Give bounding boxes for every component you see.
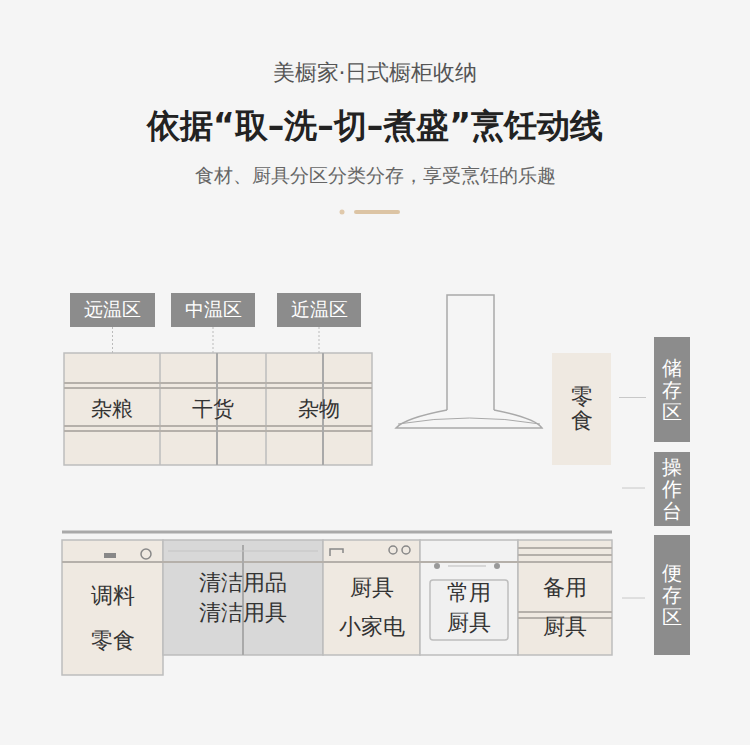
box-text: 近温区 xyxy=(291,297,348,323)
box-text: 远温区 xyxy=(84,297,141,323)
base-cabinet: 调料零食 xyxy=(62,566,163,671)
box-text: 便存区 xyxy=(662,562,682,628)
box-text: 中温区 xyxy=(185,297,242,323)
base-cabinet: 备用厨具 xyxy=(518,560,612,655)
base-cabinet: 清洁用品清洁用具 xyxy=(163,560,323,635)
box-text: 储存区 xyxy=(662,357,682,423)
leader-line xyxy=(213,327,214,353)
subtitle: 食材、厨具分区分类分存，享受烹饪的乐趣 xyxy=(0,163,750,189)
base-cabinet: 厨具小家电 xyxy=(323,560,420,655)
snack-cabinet: 零食 xyxy=(552,353,611,465)
cabinet-door: 干货 xyxy=(160,353,266,465)
zone-tag: 中温区 xyxy=(171,293,255,327)
cabinet-door: 杂粮 xyxy=(64,353,160,465)
box-text: 厨具 xyxy=(447,608,491,638)
box-text: 调料 xyxy=(91,581,135,611)
zone-tag: 近温区 xyxy=(277,293,361,327)
box-text: 操作台 xyxy=(662,456,682,522)
zone-band: 便存区 xyxy=(654,535,690,655)
box-text: 备用 xyxy=(543,573,587,603)
box-text: 干货 xyxy=(192,395,234,423)
box-text: 厨具 xyxy=(350,573,394,603)
leader-line xyxy=(619,397,646,398)
title: 依据“取–洗–切–煮盛”烹饪动线 xyxy=(0,104,750,149)
box-text: 清洁用具 xyxy=(199,598,287,628)
box-text: 小家电 xyxy=(339,612,405,642)
box-text: 清洁用品 xyxy=(199,568,287,598)
zone-band: 操作台 xyxy=(654,452,690,526)
box-text: 零食 xyxy=(91,626,135,656)
brand-line: 美橱家·日式橱柜收纳 xyxy=(0,58,750,88)
cabinet-door: 杂物 xyxy=(266,353,372,465)
box-text: 厨具 xyxy=(543,612,587,642)
box-text: 杂粮 xyxy=(91,395,133,423)
box-text: 杂物 xyxy=(298,395,340,423)
leader-line xyxy=(112,327,113,353)
zone-tag: 远温区 xyxy=(70,293,155,327)
base-cabinet: 常用厨具 xyxy=(420,570,518,645)
leader-line xyxy=(319,327,320,353)
box-text: 零食 xyxy=(571,385,593,433)
zone-band: 储存区 xyxy=(654,337,690,442)
box-text: 常用 xyxy=(447,578,491,608)
